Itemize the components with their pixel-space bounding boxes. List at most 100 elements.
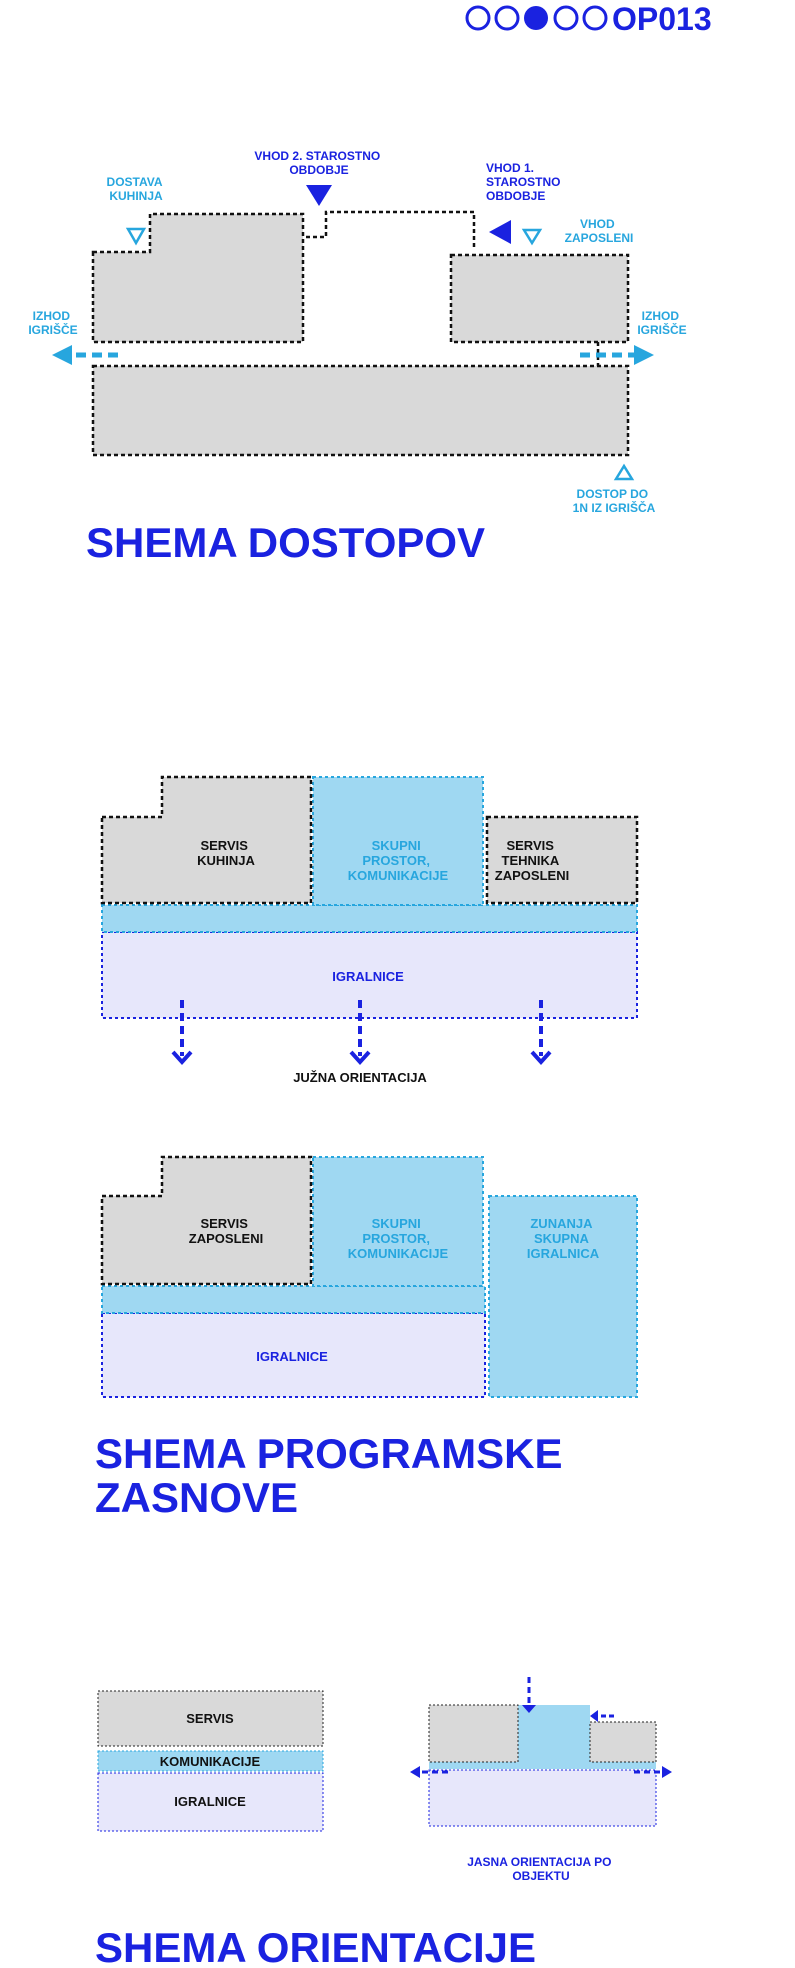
building-block-bottom	[91, 364, 630, 457]
title-shema-programske-zasnove: SHEMA PROGRAMSKE ZASNOVE	[95, 1430, 574, 1521]
program-diagram-2	[100, 1155, 638, 1398]
label-dostop-line1: DOSTOP DO	[577, 487, 649, 501]
zone-servis-kuhinja-1	[100, 775, 313, 905]
zone-komunikacije-small	[429, 1705, 656, 1769]
label-servis-tehnika-1: SERVIS TEHNIKA ZAPOSLENI	[495, 838, 569, 883]
zone-servis-small-right	[589, 1721, 657, 1763]
orientation-stack	[97, 1690, 324, 1832]
label-izhod-right-line1: IZHOD	[642, 309, 680, 323]
entrance-1-triangle-icon	[489, 220, 511, 244]
orientation-arrowhead-3-icon	[530, 1050, 552, 1065]
label-vhod1-line2: STAROSTNO	[486, 175, 560, 189]
label-dostop-line2: 1N IZ IGRIŠČA	[573, 500, 656, 515]
label-izhod-right-line2: IGRIŠČE	[637, 322, 686, 337]
label-dostava: DOSTAVA KUHINJA	[107, 175, 166, 203]
step-circle-4	[553, 5, 579, 31]
zone-skupni-2	[312, 1156, 484, 1287]
label-servis-kuhinja-1: SERVIS KUHINJA	[197, 838, 255, 868]
sheet-code: OP013	[612, 1, 712, 37]
building-block-left	[91, 212, 305, 344]
label-skupni-2: SKUPNI PROSTOR, KOMUNIKACIJE	[348, 1216, 449, 1261]
label-servis-tehnika-1-line2: TEHNIKA	[502, 853, 560, 868]
label-zunanja-2: ZUNANJA SKUPNA IGRALNICA	[527, 1216, 600, 1261]
label-vhod2-line1: VHOD 2. STAROSTNO	[254, 149, 380, 163]
label-igralnice-1: IGRALNICE	[332, 969, 404, 984]
label-servis-zaposleni-2: SERVIS ZAPOSLENI	[189, 1216, 263, 1246]
zone-igralnice-1	[101, 931, 638, 1019]
label-vhod-zaposleni: VHOD ZAPOSLENI	[565, 217, 634, 245]
label-vhod2: VHOD 2. STAROSTNO OBDOBJE	[254, 149, 383, 177]
zone-servis-tehnika-1	[485, 815, 639, 905]
label-jasna-line2: OBJEKTU	[512, 1869, 569, 1883]
step-circle-3	[524, 6, 548, 30]
title-shema-dostopov: SHEMA DOSTOPOV	[86, 519, 485, 566]
zone-corridor-2	[101, 1285, 486, 1314]
playground-access-triangle-icon	[613, 463, 635, 481]
label-komunikacije-stack: KOMUNIKACIJE	[160, 1754, 261, 1769]
step-circle-5	[582, 5, 608, 31]
label-servis-zaposleni-2-line1: SERVIS	[200, 1216, 248, 1231]
label-servis-kuhinja-1-line1: SERVIS	[200, 838, 248, 853]
zone-servis-small-left	[428, 1704, 519, 1763]
label-jasna-orientacija: JASNA ORIENTACIJA PO OBJEKTU	[467, 1855, 615, 1883]
progress-indicator	[465, 5, 608, 31]
label-vhod1-line3: OBDOBJE	[486, 189, 545, 203]
label-vhod-zaposleni-line1: VHOD	[580, 217, 615, 231]
zone-servis-zaposleni-2	[100, 1155, 313, 1286]
label-dostava-line1: DOSTAVA	[107, 175, 163, 189]
label-servis-kuhinja-1-line2: KUHINJA	[197, 853, 255, 868]
orient-arrowhead-down-icon	[522, 1705, 536, 1713]
title-programske-line2: ZASNOVE	[95, 1474, 298, 1521]
label-izhod-left: IZHOD IGRIŠČE	[28, 309, 77, 337]
orientation-arrowhead-2-icon	[349, 1050, 371, 1065]
zone-igralnice-stack	[97, 1772, 324, 1832]
zone-skupni-1	[312, 776, 484, 906]
label-dostop: DOSTOP DO 1N IZ IGRIŠČA	[573, 487, 656, 515]
building-block-right	[449, 253, 630, 344]
label-izhod-left-line1: IZHOD	[33, 309, 71, 323]
label-dostava-line2: KUHINJA	[109, 189, 163, 203]
label-servis-zaposleni-2-line2: ZAPOSLENI	[189, 1231, 263, 1246]
program-diagram-1	[100, 775, 639, 1065]
label-skupni-1: SKUPNI PROSTOR, KOMUNIKACIJE	[348, 838, 449, 883]
entrance-2-triangle-icon	[306, 185, 332, 206]
label-vhod-zaposleni-line2: ZAPOSLENI	[565, 231, 634, 245]
orient-arrowhead-left-top-icon	[590, 1710, 598, 1722]
zone-igralnice-small	[428, 1769, 657, 1827]
label-skupni-1-line2: PROSTOR,	[362, 853, 430, 868]
label-vhod1: VHOD 1. STAROSTNO OBDOBJE	[486, 161, 564, 203]
label-servis-tehnika-1-line1: SERVIS	[506, 838, 554, 853]
orient-arrowhead-left-icon	[410, 1766, 420, 1778]
label-zunanja-2-line2: SKUPNA	[534, 1231, 590, 1246]
label-skupni-1-line3: KOMUNIKACIJE	[348, 868, 449, 883]
label-zunanja-2-line3: IGRALNICA	[527, 1246, 600, 1261]
staff-entrance-triangle-icon	[521, 228, 543, 246]
label-servis-tehnika-1-line3: ZAPOSLENI	[495, 868, 569, 883]
connector-outline	[306, 210, 600, 366]
label-skupni-1-line1: SKUPNI	[372, 838, 421, 853]
step-circle-2	[494, 5, 520, 31]
title-shema-orientacije: SHEMA ORIENTACIJE	[95, 1924, 536, 1968]
orientation-building	[410, 1677, 672, 1827]
zone-servis-stack	[97, 1690, 324, 1747]
label-servis-stack: SERVIS	[186, 1711, 234, 1726]
step-circle-1	[465, 5, 491, 31]
label-skupni-2-line3: KOMUNIKACIJE	[348, 1246, 449, 1261]
label-igralnice-stack: IGRALNICE	[174, 1794, 246, 1809]
label-vhod2-line2: OBDOBJE	[289, 163, 348, 177]
label-izhod-right: IZHOD IGRIŠČE	[637, 309, 686, 337]
orientation-arrowhead-1-icon	[171, 1050, 193, 1065]
orient-arrowhead-right-icon	[662, 1766, 672, 1778]
zone-zunanja-igralnica-2	[488, 1195, 638, 1398]
label-izhod-left-line2: IGRIŠČE	[28, 322, 77, 337]
label-igralnice-2: IGRALNICE	[256, 1349, 328, 1364]
zone-corridor-1	[101, 904, 638, 933]
label-skupni-2-line1: SKUPNI	[372, 1216, 421, 1231]
title-programske-line1: SHEMA PROGRAMSKE	[95, 1430, 562, 1477]
delivery-triangle-icon	[125, 227, 147, 246]
label-skupni-2-line2: PROSTOR,	[362, 1231, 430, 1246]
zone-igralnice-2	[101, 1312, 486, 1398]
zone-komunikacije-stack	[97, 1750, 324, 1772]
label-jasna-line1: JASNA ORIENTACIJA PO	[467, 1855, 611, 1869]
